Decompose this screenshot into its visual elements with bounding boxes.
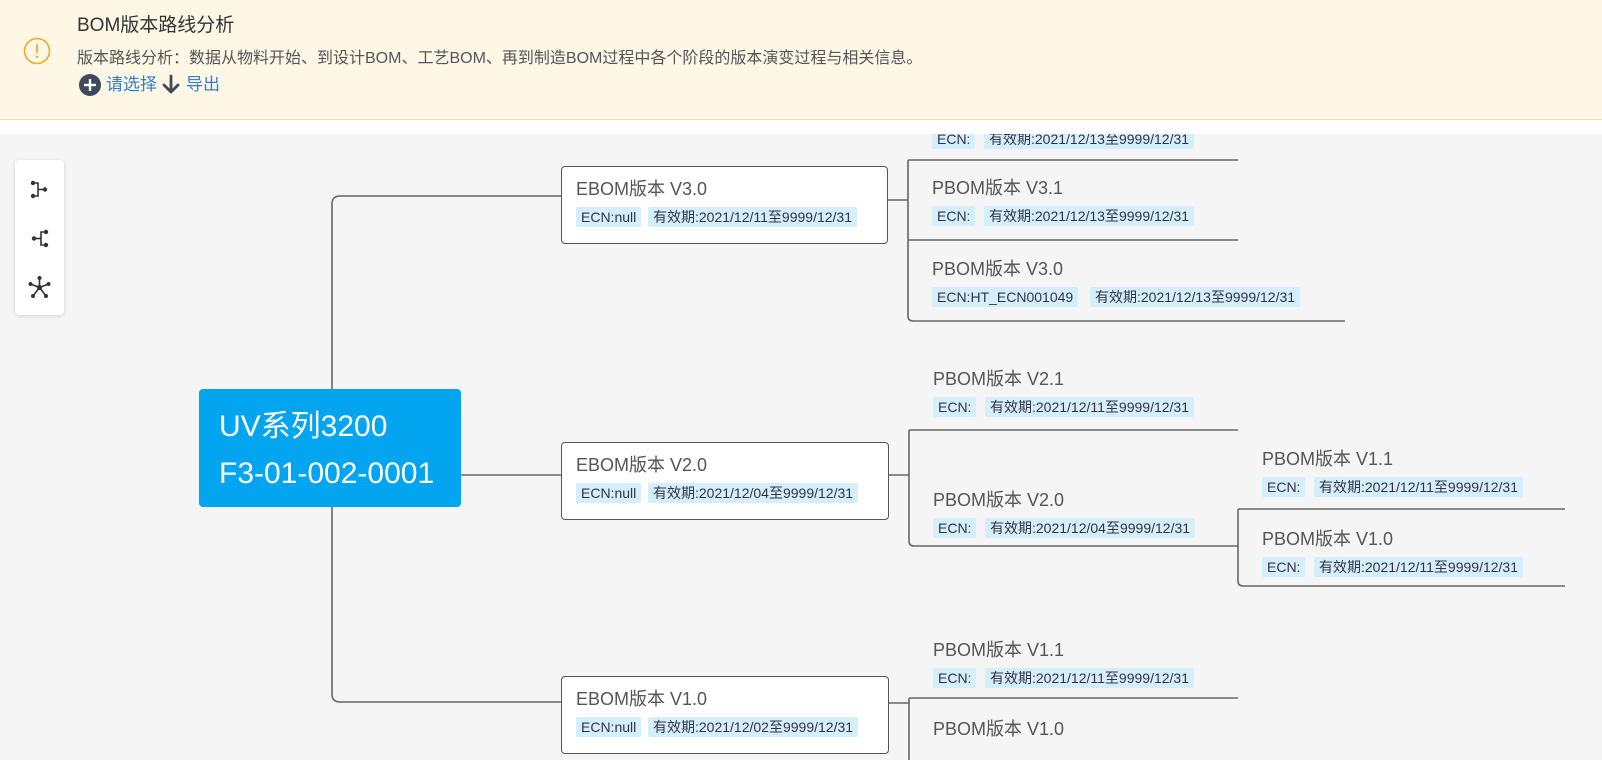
pbom-node[interactable]: PBOM版本 V3.0 ECN:HT_ECN001049 有效期:2021/12… (930, 255, 1340, 315)
pbom-node[interactable]: PBOM版本 V1.1 ECN: 有效期:2021/12/11至9999/12/… (931, 636, 1231, 696)
validity-tag: 有效期:2021/12/13至9999/12/31 (984, 134, 1195, 149)
ecn-tag: ECN:null (576, 483, 642, 503)
ecn-tag: ECN: (932, 134, 976, 149)
select-label: 请选择 (106, 75, 157, 94)
plus-circle-icon (79, 74, 101, 96)
ebom-node[interactable]: EBOM版本 V3.0 ECN:null 有效期:2021/12/11至9999… (561, 166, 888, 244)
layout-tree-icon[interactable] (27, 226, 52, 251)
header-divider (0, 120, 1602, 134)
ecn-tag: ECN:null (576, 717, 642, 737)
ecn-tag: ECN: (1262, 557, 1306, 577)
validity-tag: 有效期:2021/12/04至9999/12/31 (648, 483, 859, 503)
alert-title: BOM版本路线分析 (77, 15, 235, 36)
layout-radial-icon[interactable] (27, 275, 52, 300)
ecn-tag: ECN: (933, 397, 977, 417)
node-title: EBOM版本 V2.0 (576, 455, 708, 475)
validity-tag: 有效期:2021/12/11至9999/12/31 (1314, 477, 1523, 497)
info-alert: BOM版本路线分析 版本路线分析：数据从物料开始、到设计BOM、工艺BOM、再到… (0, 0, 1602, 120)
node-title: PBOM版本 V3.0 (932, 259, 1064, 279)
node-title: PBOM版本 V2.1 (933, 369, 1065, 389)
ecn-tag: ECN: (933, 518, 977, 538)
pbom-node[interactable]: PBOM版本 V2.0 ECN: 有效期:2021/12/04至9999/12/… (931, 486, 1231, 546)
node-title: PBOM版本 V1.0 (933, 719, 1065, 739)
validity-tag: 有效期:2021/12/02至9999/12/31 (648, 717, 859, 737)
layout-right-icon[interactable] (27, 177, 52, 202)
node-title: PBOM版本 V1.1 (1262, 449, 1394, 469)
root-material-node[interactable]: UV系列3200 F3-01-002-0001 (199, 389, 461, 507)
pbom-node[interactable]: PBOM版本 V3.1 ECN: 有效期:2021/12/13至9999/12/… (930, 174, 1230, 234)
node-title: EBOM版本 V3.0 (576, 179, 708, 199)
version-route-canvas[interactable]: UV系列3200 F3-01-002-0001 EBOM版本 V3.0 ECN:… (0, 134, 1602, 760)
pbom-node[interactable]: PBOM版本 V1.0 (931, 715, 1231, 745)
pbom-node[interactable]: ECN: 有效期:2021/12/13至9999/12/31 (930, 134, 1230, 151)
connector-lines (331, 159, 1565, 760)
validity-tag: 有效期:2021/12/11至9999/12/31 (985, 668, 1194, 688)
ecn-tag: ECN:HT_ECN001049 (932, 287, 1079, 307)
ebom-node[interactable]: EBOM版本 V1.0 ECN:null 有效期:2021/12/02至9999… (561, 676, 889, 754)
validity-tag: 有效期:2021/12/11至9999/12/31 (1314, 557, 1523, 577)
export-link[interactable]: 导出 (161, 72, 221, 98)
alert-description: 版本路线分析：数据从物料开始、到设计BOM、工艺BOM、再到制造BOM过程中各个… (77, 50, 923, 67)
validity-tag: 有效期:2021/12/11至9999/12/31 (648, 207, 857, 227)
validity-tag: 有效期:2021/12/13至9999/12/31 (984, 206, 1195, 226)
layout-toolbar (15, 160, 64, 315)
pbom-node[interactable]: PBOM版本 V1.0 ECN: 有效期:2021/12/11至9999/12/… (1260, 525, 1560, 585)
validity-tag: 有效期:2021/12/04至9999/12/31 (985, 518, 1196, 538)
node-title: PBOM版本 V2.0 (933, 490, 1065, 510)
validity-tag: 有效期:2021/12/13至9999/12/31 (1090, 287, 1301, 307)
root-material-code: F3-01-002-0001 (219, 457, 435, 490)
ecn-tag: ECN:null (576, 207, 642, 227)
ecn-tag: ECN: (1262, 477, 1306, 497)
node-title: PBOM版本 V1.0 (1262, 529, 1394, 549)
validity-tag: 有效期:2021/12/11至9999/12/31 (985, 397, 1194, 417)
arrow-down-icon (162, 74, 180, 94)
node-title: PBOM版本 V1.1 (933, 640, 1065, 660)
node-title: PBOM版本 V3.1 (932, 178, 1064, 198)
pbom-node[interactable]: PBOM版本 V1.1 ECN: 有效期:2021/12/11至9999/12/… (1260, 445, 1560, 505)
select-link[interactable]: 请选择 (79, 72, 161, 98)
root-material-name: UV系列3200 (219, 410, 388, 443)
ebom-node[interactable]: EBOM版本 V2.0 ECN:null 有效期:2021/12/04至9999… (561, 442, 889, 520)
node-title: EBOM版本 V1.0 (576, 689, 708, 709)
warning-circle-icon (23, 37, 51, 65)
export-label: 导出 (186, 75, 220, 94)
pbom-node[interactable]: PBOM版本 V2.1 ECN: 有效期:2021/12/11至9999/12/… (931, 365, 1231, 425)
ecn-tag: ECN: (933, 668, 977, 688)
ecn-tag: ECN: (932, 206, 976, 226)
